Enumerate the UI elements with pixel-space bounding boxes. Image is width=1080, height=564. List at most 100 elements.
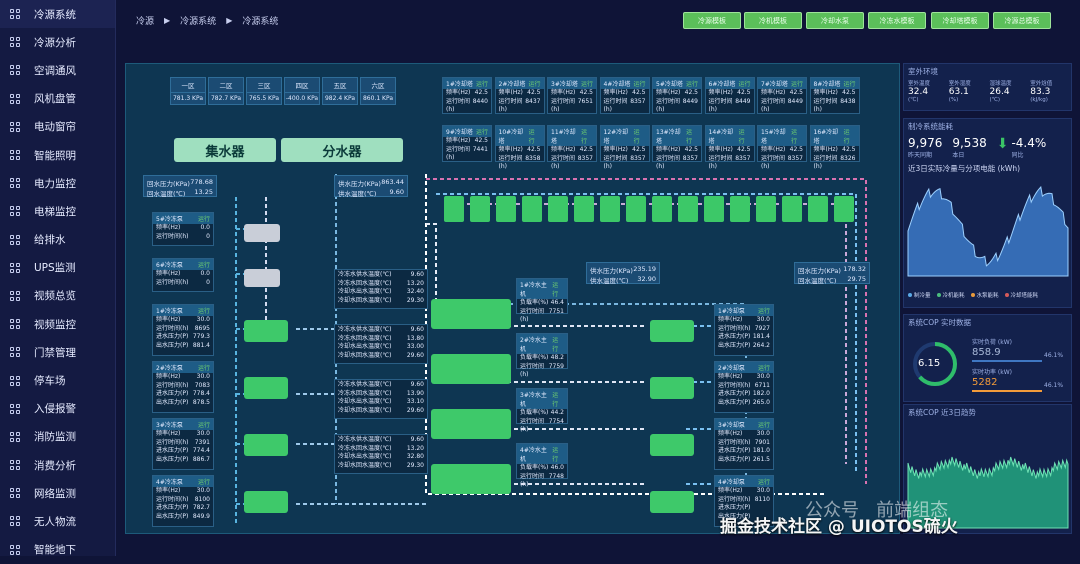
sidebar-item[interactable]: 风机盘管 bbox=[0, 85, 115, 113]
cooling-tower-icon[interactable] bbox=[522, 196, 542, 222]
template-button[interactable]: 冷却塔模板 bbox=[931, 12, 989, 29]
spare-pump-icon[interactable] bbox=[244, 269, 280, 287]
template-button[interactable]: 冷源模板 bbox=[683, 12, 741, 29]
template-button[interactable]: 冷源总模板 bbox=[993, 12, 1051, 29]
template-button[interactable]: 冷机模板 bbox=[744, 12, 802, 29]
template-button[interactable]: 冷冻水模板 bbox=[868, 12, 926, 29]
chw-pump-icon[interactable] bbox=[244, 377, 288, 399]
tower-row: 运行时间(h)8326 bbox=[811, 155, 859, 172]
sidebar-item[interactable]: 消防监测 bbox=[0, 423, 115, 451]
cooling-tower-icon[interactable] bbox=[652, 196, 672, 222]
cooling-tower-icon[interactable] bbox=[470, 196, 490, 222]
template-button[interactable]: 冷却水泵 bbox=[806, 12, 864, 29]
collector-bar[interactable]: 集水器 bbox=[174, 138, 276, 162]
legend-item[interactable]: 水泵能耗 bbox=[970, 291, 999, 299]
sidebar-item[interactable]: 消费分析 bbox=[0, 451, 115, 479]
tower-card-header: 10#冷却塔运行 bbox=[495, 126, 544, 146]
cooling-tower-icon[interactable] bbox=[574, 196, 594, 222]
sidebar-item[interactable]: 电动窗帘 bbox=[0, 113, 115, 141]
breadcrumb-item[interactable]: 冷源系统 bbox=[180, 17, 217, 27]
sidebar-item[interactable]: 入侵报警 bbox=[0, 395, 115, 423]
cw-pump-icon[interactable] bbox=[650, 491, 694, 513]
sidebar-item[interactable]: 冷源系统 bbox=[0, 0, 115, 29]
chw-pump-icon[interactable] bbox=[244, 434, 288, 456]
cooling-tower-icon[interactable] bbox=[808, 196, 828, 222]
cooling-tower-icon[interactable] bbox=[444, 196, 464, 222]
cooling-tower-icon[interactable] bbox=[730, 196, 750, 222]
distributor-bar[interactable]: 分水器 bbox=[281, 138, 403, 162]
chiller-icon[interactable] bbox=[431, 354, 511, 384]
temp-row: 冷却水出水温度(℃)32.80 bbox=[335, 453, 427, 462]
chiller-icon[interactable] bbox=[431, 409, 511, 439]
cw-pump-icon[interactable] bbox=[650, 320, 694, 342]
cooling-tower-icon[interactable] bbox=[834, 196, 854, 222]
cooling-tower-icon[interactable] bbox=[678, 196, 698, 222]
cooling-tower-icon[interactable] bbox=[704, 196, 724, 222]
sidebar-item[interactable]: 停车场 bbox=[0, 366, 115, 394]
chw-pump-icon[interactable] bbox=[244, 491, 288, 513]
sidebar-item[interactable]: 视频总览 bbox=[0, 282, 115, 310]
cw-pump-icon[interactable] bbox=[650, 377, 694, 399]
chiller-icon[interactable] bbox=[431, 464, 511, 494]
breadcrumb-item[interactable]: 冷源 bbox=[136, 17, 155, 27]
spare-pump-icon[interactable] bbox=[244, 224, 280, 242]
sidebar-item[interactable]: 无人物流 bbox=[0, 507, 115, 535]
breadcrumb-item[interactable]: 冷源系统 bbox=[242, 17, 279, 27]
sidebar-item[interactable]: 空调通风 bbox=[0, 56, 115, 84]
sidebar-item[interactable]: 门禁管理 bbox=[0, 338, 115, 366]
legend-item[interactable]: 冷机能耗 bbox=[936, 291, 965, 299]
sidebar-item[interactable]: 冷源分析 bbox=[0, 28, 115, 56]
cooling-tower-icon[interactable] bbox=[756, 196, 776, 222]
sidebar-item[interactable]: 电力监控 bbox=[0, 169, 115, 197]
chiller-row: 运行时间(h)7754 bbox=[517, 418, 567, 435]
sidebar-item[interactable]: 网络监测 bbox=[0, 479, 115, 507]
chiller-status: 运行 bbox=[552, 392, 559, 408]
sidebar-item[interactable]: 视频监控 bbox=[0, 310, 115, 338]
sidebar-item[interactable]: 给排水 bbox=[0, 226, 115, 254]
legend-item[interactable]: 冷却塔能耗 bbox=[1004, 291, 1038, 299]
sidebar-item[interactable]: 电梯监控 bbox=[0, 197, 115, 225]
cooling-tower-icon[interactable] bbox=[600, 196, 620, 222]
chiller-icon[interactable] bbox=[431, 299, 511, 329]
chw-pump-icon[interactable] bbox=[244, 320, 288, 342]
cooling-tower-icon[interactable] bbox=[782, 196, 802, 222]
cooling-tower-icon[interactable] bbox=[626, 196, 646, 222]
sidebar-item[interactable]: 智能地下 bbox=[0, 536, 115, 564]
sidebar-item[interactable]: 智能照明 bbox=[0, 141, 115, 169]
cw-pump-icon[interactable] bbox=[650, 434, 694, 456]
cooling-tower-icon[interactable] bbox=[496, 196, 516, 222]
legend-item[interactable]: 制冷量 bbox=[908, 291, 931, 299]
cooling-tower-icon[interactable] bbox=[548, 196, 568, 222]
sidebar-item[interactable]: UPS监测 bbox=[0, 254, 115, 282]
